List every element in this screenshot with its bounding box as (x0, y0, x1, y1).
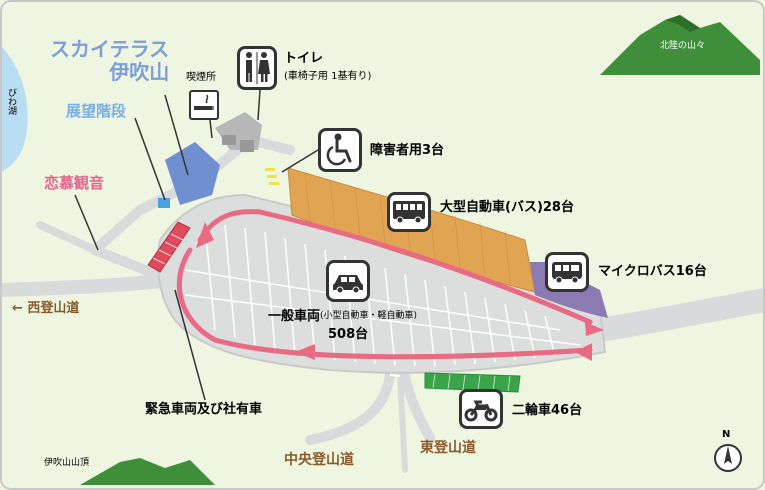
large-bus-label: 大型自動車(バス)28台 (440, 200, 574, 215)
motorbike-icon (459, 389, 503, 429)
car-icon (326, 260, 370, 302)
parking-stripes (184, 224, 581, 367)
sky-terrace-building (165, 142, 220, 205)
smoking-area-label: 喫煙所 (186, 72, 216, 83)
east-trail-label: 東登山道 (420, 440, 476, 456)
observation-stairs-mark (158, 198, 170, 208)
biwa-lake (0, 45, 28, 172)
microbus-label: マイクロバス16台 (598, 264, 707, 279)
general-vehicles-label: 一般車両 (268, 309, 321, 324)
kannon-label: 恋慕観音 (44, 174, 105, 192)
lake-label: びわ湖 (6, 88, 16, 115)
toilet-label: トイレ (284, 51, 324, 66)
microbus-icon (545, 252, 589, 292)
disabled-parking-marks (265, 168, 279, 185)
hokuriku-mountain-shape (600, 15, 760, 75)
disabled-parking-label: 障害者用3台 (370, 143, 445, 158)
sky-terrace-title: スカイテラス 伊吹山 (50, 37, 170, 84)
central-trail-label: 中央登山道 (284, 452, 354, 468)
hokuriku-mountains-label: 北陸の山々 (660, 41, 706, 51)
one-way-route (176, 209, 593, 360)
toilet-note: (車椅子用 1基有り) (284, 71, 372, 82)
route-arrows (196, 222, 604, 361)
motorbike-parking-area (424, 372, 521, 393)
summit-mountain-shape (80, 458, 215, 485)
toilet-icon (237, 46, 277, 90)
wheelchair-icon (318, 128, 362, 172)
general-vehicles-note: (小型自動車・軽自動車) (320, 311, 418, 321)
summit-label: 伊吹山山頂 (44, 458, 90, 468)
north-label: N (722, 429, 731, 440)
main-parking-lot (157, 193, 607, 374)
west-trail-label: ← 西登山道 (12, 301, 80, 316)
observation-stairs-label: 展望階段 (66, 102, 127, 120)
emergency-vehicles-label: 緊急車両及び社有車 (145, 402, 263, 417)
emergency-parking-area (147, 221, 191, 273)
bus-icon (387, 192, 431, 232)
smoking-icon (189, 90, 219, 120)
leader-lines (74, 89, 319, 401)
general-vehicles-count: 508台 (328, 327, 369, 342)
motorbike-parking-label: 二輪車46台 (512, 403, 583, 418)
north-compass-icon: N (712, 429, 744, 472)
